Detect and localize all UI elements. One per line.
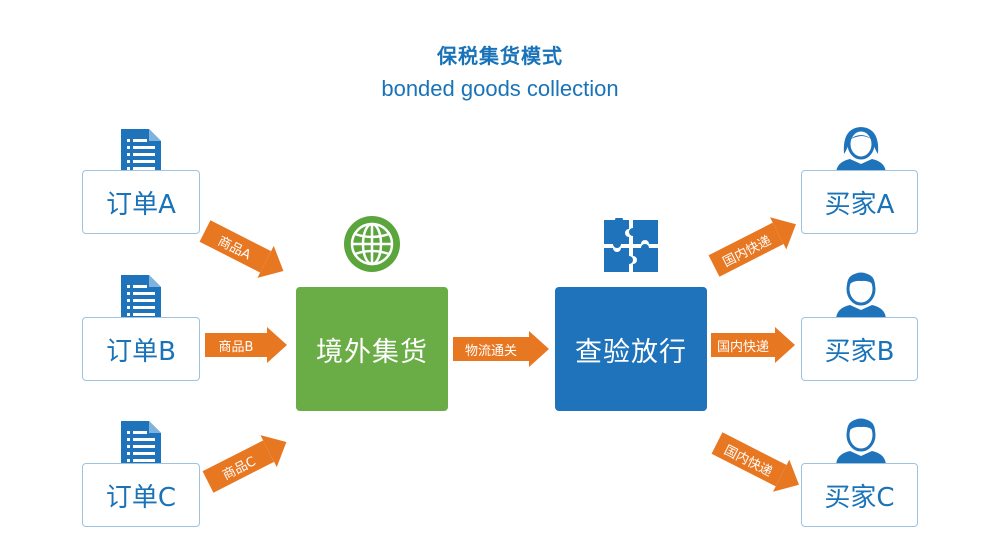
arrow-head <box>775 327 795 363</box>
logistics-arrow: 物流通关 <box>453 331 549 367</box>
goods-arrow-label: 商品A <box>199 220 272 273</box>
delivery-arrow-b: 国内快递 <box>711 327 795 363</box>
goods-arrow-a: 商品A <box>197 215 292 287</box>
delivery-arrow-label: 国内快递 <box>711 432 787 487</box>
logistics-arrow-label: 物流通关 <box>453 337 529 361</box>
order-box-b: 订单B <box>82 317 200 381</box>
diagram-subtitle: bonded goods collection <box>381 76 619 101</box>
diagram-title: 保税集货模式 <box>437 44 563 68</box>
buyer-box-a: 买家A <box>801 170 918 234</box>
document-icon <box>119 419 163 477</box>
order-box-c: 订单C <box>82 463 200 527</box>
order-box-a: 订单A <box>82 170 200 234</box>
buyer-box-c: 买家C <box>801 463 918 527</box>
arrow-head <box>267 327 287 363</box>
document-icon <box>119 127 163 185</box>
delivery-arrow-label: 国内快递 <box>708 222 784 277</box>
goods-arrow-label: 商品C <box>202 440 275 493</box>
goods-arrow-b: 商品B <box>205 327 287 363</box>
arrow-head <box>529 331 549 367</box>
buyer-box-b: 买家B <box>801 317 918 381</box>
delivery-arrow-label: 国内快递 <box>711 333 775 357</box>
inspection-hub: 查验放行 <box>555 287 707 411</box>
delivery-arrow-c: 国内快递 <box>709 427 808 501</box>
goods-arrow-c: 商品C <box>200 426 295 498</box>
consolidation-hub: 境外集货 <box>296 287 448 411</box>
delivery-arrow-a: 国内快递 <box>706 208 805 282</box>
globe-icon <box>343 215 401 273</box>
goods-arrow-label: 商品B <box>205 333 267 357</box>
puzzle-icon <box>602 218 660 274</box>
